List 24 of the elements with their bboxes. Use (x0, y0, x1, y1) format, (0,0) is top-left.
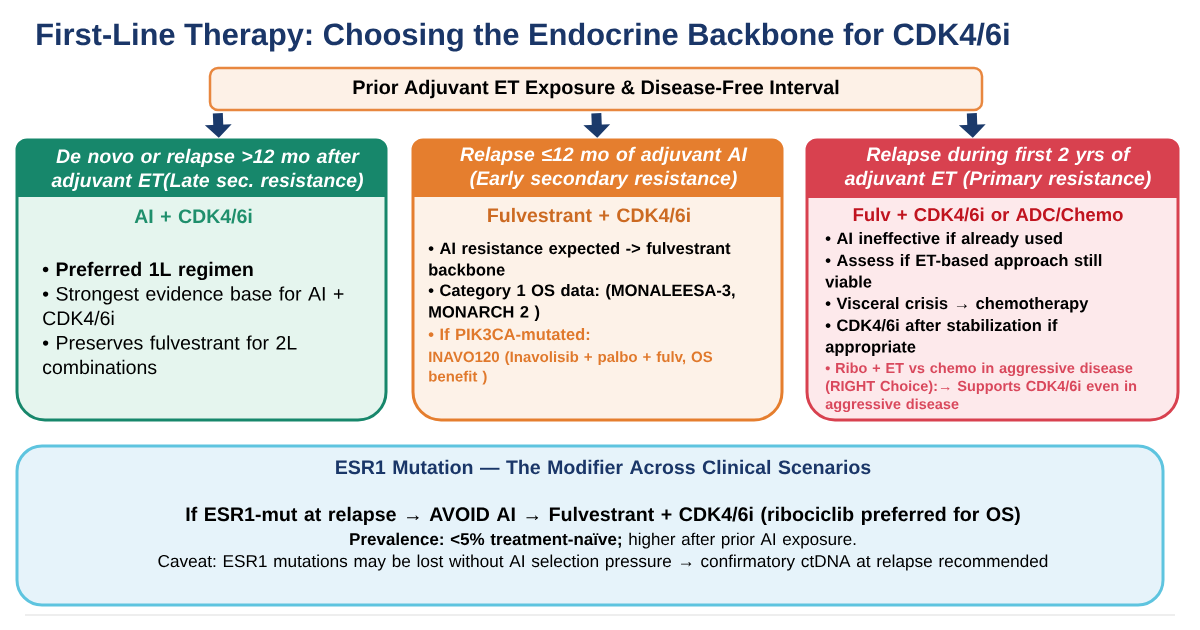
bullet-text: • Category 1 OS data: (MONALEESA-3, MONARCH 2 ) (428, 284, 735, 321)
slide-title: First-Line Therapy: Choosing the Endocrine Backbone for CDK4/6i (37, 22, 1009, 52)
bullet-text: • AI resistance expected -> fulvestrant backbone (428, 242, 731, 276)
recommendation-text: If ESR1-mut at relapse → AVOID AI → Fulvestrant + CDK4/6i (ribociclib preferred for OS) (186, 506, 1020, 526)
box-heading: ESR1 Mutation — The Modifier Across Clinical Scenarios (336, 459, 871, 475)
bullet-text: • Preferred 1L regimen (42, 261, 253, 281)
bullet-text: • Preserves fulvestrant for 2L combinations (42, 335, 297, 375)
bullet-text: • AI ineffective if already used (825, 232, 1062, 248)
bullet-text: • Visceral crisis → chemotherapy (825, 297, 1089, 313)
bullet-text: • Strongest evidence base for AI + CDK4/6i (42, 286, 344, 326)
bullet-text: • If PIK3CA-mutated: (428, 328, 590, 341)
bullet-text: • Ribo + ET vs chemo in aggressive disease (RIGHT Choice):→ Supports CDK4/6i even in aggressive disease (825, 362, 1137, 413)
note-text: Caveat: ESR1 mutations may be lost without AI selection pressure → confirmatory ctDNA at relapse recommended (158, 554, 1048, 571)
regimen-heading: Fulvestrant + CDK4/6i (488, 207, 690, 223)
bullet-text: • Assess if ET-based approach still viable (825, 254, 1102, 288)
regimen-heading: AI + CDK4/6i (134, 208, 252, 224)
card-header: Relapse ≤12 mo of adjuvant AI (Early secondary resistance) (413, 140, 782, 197)
header-box: Prior Adjuvant ET Exposure & Disease-Free Interval (208, 66, 984, 112)
bullet-text: • CDK4/6i after stabilization if appropriate (825, 319, 1058, 356)
note-text: Prevalence: <5% treatment-naïve; higher after prior AI exposure. (350, 532, 856, 549)
card-header: De novo or relapse >12 mo after adjuvant ET(Late sec. resistance) (17, 140, 386, 197)
regimen-heading: Fulv + CDK4/6i or ADC/Chemo (853, 207, 1123, 222)
bullet-text: INAVO120 (Inavolisib + palbo + fulv, OS benefit ) (429, 351, 713, 385)
card-header: Relapse during first 2 yrs of adjuvant ET (Primary resistance) (807, 140, 1178, 198)
